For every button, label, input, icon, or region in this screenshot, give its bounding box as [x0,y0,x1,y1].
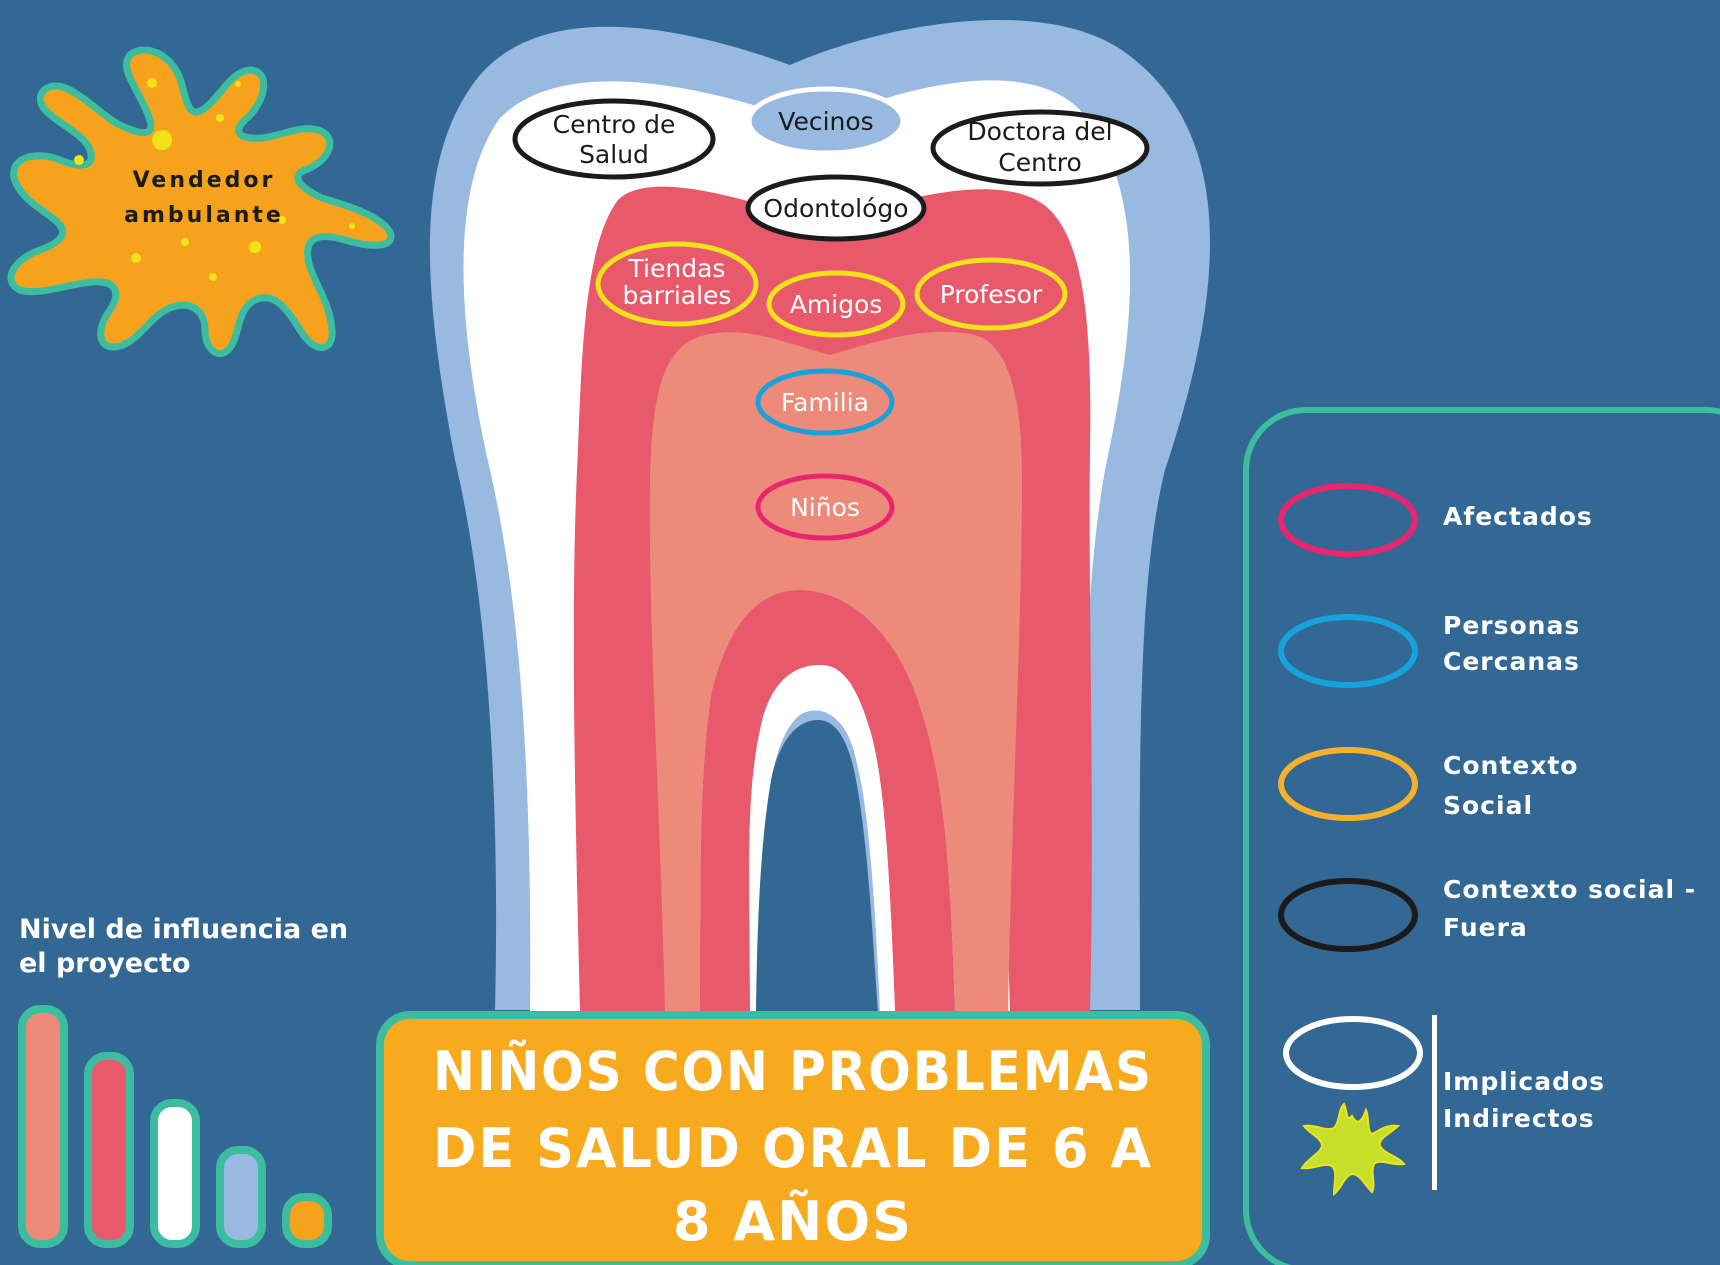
legend-label-contexto-line1: Contexto [1443,751,1578,780]
node-vecinos: Vecinos [749,89,903,153]
title-box: NIÑOS CON PROBLEMAS DE SALUD ORAL DE 6 A… [380,1015,1206,1265]
node-doctora-del-centro: Doctora del Centro [933,112,1147,184]
legend-label-implicados-line2: Indirectos [1443,1104,1595,1133]
legend-label-contexto-line2: Social [1443,791,1533,820]
node-familia-label: Familia [781,388,869,417]
influence-title-line1: Nivel de influencia en [19,914,348,945]
splat-label-line2: ambulante [124,203,284,228]
node-tiendas-line1: Tiendas [628,254,726,283]
node-centro-de-salud: Centro de Salud [515,101,713,177]
influence-title-line2: el proyecto [19,948,191,979]
node-tiendas-line2: barriales [623,281,732,310]
legend-label-personas-line2: Cercanas [1443,647,1580,676]
legend-label-implicados-line1: Implicados [1443,1067,1605,1096]
node-doctora-line1: Doctora del [967,117,1112,146]
influence-bar-pulp [22,1009,64,1244]
node-odontologo-label: Odontológo [763,194,908,223]
legend-divider [1432,1015,1437,1190]
legend-label-fuera-line1: Contexto social - [1443,875,1696,904]
influence-bar-outer [220,1150,262,1244]
influence-bar-dentin [88,1056,130,1244]
node-doctora-line2: Centro [998,148,1082,177]
influence-bar-enamel [154,1103,196,1244]
title-line-2: DE SALUD ORAL DE 6 A [433,1117,1153,1180]
node-ninos-label: Niños [790,493,860,522]
node-centro-de-salud-line2: Salud [579,140,649,169]
influence-bar-outside [286,1197,328,1244]
legend-label-fuera-line2: Fuera [1443,913,1528,942]
node-amigos-label: Amigos [790,290,883,319]
title-line-3: 8 AÑOS [673,1190,913,1253]
node-centro-de-salud-line1: Centro de [553,110,676,139]
splat-label-line1: Vendedor [133,168,276,193]
node-vecinos-label: Vecinos [778,107,873,136]
title-line-1: NIÑOS CON PROBLEMAS [433,1040,1153,1103]
node-odontologo: Odontológo [748,177,924,239]
legend-label-personas-line1: Personas [1443,611,1580,640]
legend-label-afectados: Afectados [1443,502,1593,531]
node-profesor-label: Profesor [940,280,1043,309]
